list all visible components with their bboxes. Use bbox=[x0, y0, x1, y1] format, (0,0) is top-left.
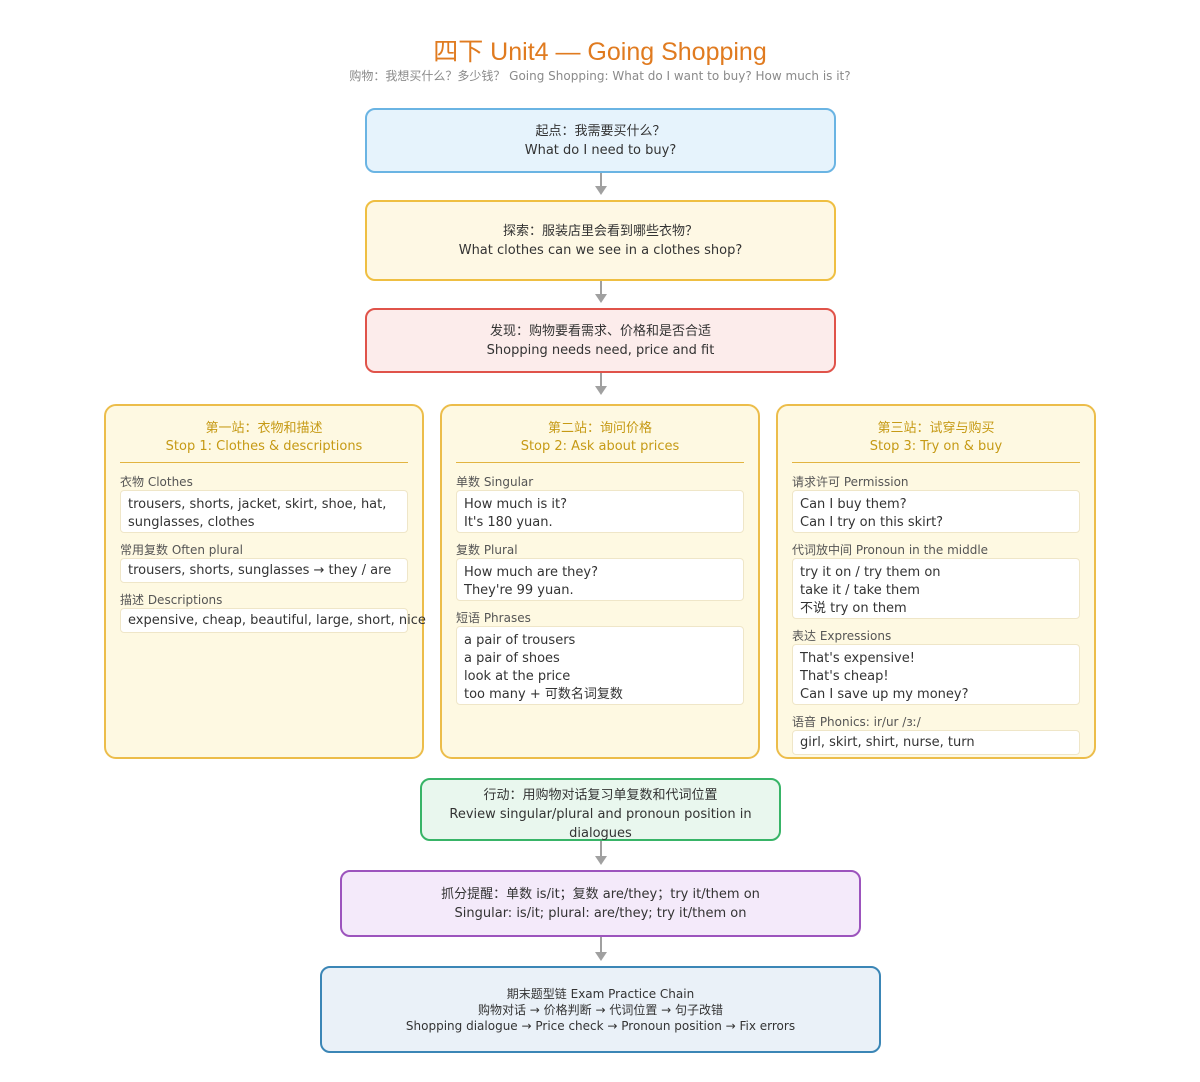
section-content: a pair of trousers a pair of shoes look … bbox=[456, 626, 744, 705]
exam-chain-node: 期末题型链 Exam Practice Chain 购物对话 → 价格判断 → … bbox=[320, 966, 881, 1053]
section-content: How much are they? They're 99 yuan. bbox=[456, 558, 744, 601]
action-node-cn: 行动：用购物对话复习单复数和代词位置 bbox=[483, 788, 718, 803]
section-line: That's expensive! bbox=[800, 651, 915, 666]
explore-node-en: What clothes can we see in a clothes sho… bbox=[458, 242, 743, 258]
exam-chain-cn: 购物对话 → 价格判断 → 代词位置 → 句子改错 bbox=[477, 1002, 724, 1017]
stop-3-title-en: Stop 3: Try on & buy bbox=[869, 439, 1003, 454]
section-content: trousers, shorts, jacket, skirt, shoe, h… bbox=[120, 490, 408, 533]
page-subtitle: 购物：我想买什么？多少钱？ Going Shopping: What do I … bbox=[349, 69, 851, 83]
section-content: trousers, shorts, sunglasses → they / ar… bbox=[120, 558, 408, 583]
section-line: try it on / try them on bbox=[800, 565, 941, 580]
arrow-down-icon bbox=[595, 937, 607, 961]
section-line: It's 180 yuan. bbox=[464, 515, 553, 530]
stop-2-card: 第二站：询问价格 Stop 2: Ask about prices 单数 Sin… bbox=[440, 404, 760, 759]
section-line: How much is it? bbox=[464, 497, 568, 512]
stop-2-title-en: Stop 2: Ask about prices bbox=[520, 439, 680, 454]
stop-3-header: 第三站：试穿与购买 Stop 3: Try on & buy bbox=[792, 420, 1080, 463]
stop-1-title-en: Stop 1: Clothes & descriptions bbox=[165, 439, 363, 454]
section-line: Can I try on this skirt? bbox=[800, 515, 944, 530]
start-node-cn: 起点：我需要买什么？ bbox=[535, 123, 666, 139]
section-line: girl, skirt, shirt, nurse, turn bbox=[800, 735, 975, 750]
start-node-en: What do I need to buy? bbox=[524, 142, 677, 158]
section-content: expensive, cheap, beautiful, large, shor… bbox=[120, 608, 426, 633]
section-line: a pair of shoes bbox=[464, 651, 560, 666]
section-line: How much are they? bbox=[464, 565, 598, 580]
tips-node-en: Singular: is/it; plural: are/they; try i… bbox=[454, 905, 747, 921]
section-label: 衣物 Clothes bbox=[120, 475, 193, 489]
explore-node-cn: 探索：服装店里会看到哪些衣物？ bbox=[502, 223, 698, 239]
section-label: 语音 Phonics: ir/ur /ɜː/ bbox=[792, 715, 921, 729]
exam-chain-title: 期末题型链 Exam Practice Chain bbox=[506, 986, 695, 1001]
section-content: girl, skirt, shirt, nurse, turn bbox=[792, 730, 1080, 755]
section-content: try it on / try them on take it / take t… bbox=[792, 558, 1080, 619]
exam-chain-en: Shopping dialogue → Price check → Pronou… bbox=[405, 1018, 796, 1033]
section-label: 请求许可 Permission bbox=[792, 475, 909, 489]
section-line: That's cheap! bbox=[800, 669, 889, 684]
stop-1-title-cn: 第一站：衣物和描述 bbox=[205, 421, 323, 436]
arrow-down-icon bbox=[595, 373, 607, 395]
stop-1-header: 第一站：衣物和描述 Stop 1: Clothes & descriptions bbox=[120, 420, 408, 463]
tips-node: 抓分提醒：单数 is/it；复数 are/they；try it/them on… bbox=[340, 870, 861, 937]
page-title: 四下 Unit4 — Going Shopping bbox=[433, 38, 767, 66]
section-line: too many + 可数名词复数 bbox=[464, 687, 623, 702]
section-label: 常用复数 Often plural bbox=[120, 543, 243, 557]
action-node-en: Review singular/plural and pronoun posit… bbox=[449, 807, 752, 841]
stop-3-title-cn: 第三站：试穿与购买 bbox=[877, 421, 995, 436]
stop-3-card: 第三站：试穿与购买 Stop 3: Try on & buy 请求许可 Perm… bbox=[776, 404, 1096, 759]
section-content: Can I buy them? Can I try on this skirt? bbox=[792, 490, 1080, 533]
section-line: a pair of trousers bbox=[464, 633, 576, 648]
section-label: 描述 Descriptions bbox=[120, 593, 223, 607]
section-line: expensive, cheap, beautiful, large, shor… bbox=[128, 613, 426, 628]
section-line: look at the price bbox=[464, 669, 571, 684]
stop-2-header: 第二站：询问价格 Stop 2: Ask about prices bbox=[456, 420, 744, 463]
section-content: How much is it? It's 180 yuan. bbox=[456, 490, 744, 533]
discover-node-cn: 发现：购物要看需求、价格和是否合适 bbox=[489, 323, 711, 339]
section-line: Can I buy them? bbox=[800, 497, 907, 512]
discover-node-en: Shopping needs need, price and fit bbox=[486, 342, 715, 358]
section-content: That's expensive! That's cheap! Can I sa… bbox=[792, 644, 1080, 705]
section-line: Can I save up my money? bbox=[800, 687, 969, 702]
section-label: 单数 Singular bbox=[456, 475, 534, 489]
section-label: 复数 Plural bbox=[456, 543, 518, 557]
section-line: They're 99 yuan. bbox=[464, 583, 574, 598]
arrow-down-icon bbox=[595, 173, 607, 195]
stop-1-card: 第一站：衣物和描述 Stop 1: Clothes & descriptions… bbox=[104, 404, 426, 759]
discover-node: 发现：购物要看需求、价格和是否合适 Shopping needs need, p… bbox=[365, 308, 836, 373]
arrow-down-icon bbox=[595, 841, 607, 865]
action-node: 行动：用购物对话复习单复数和代词位置 Review singular/plura… bbox=[420, 778, 781, 841]
section-label: 表达 Expressions bbox=[792, 629, 892, 643]
start-node: 起点：我需要买什么？ What do I need to buy? bbox=[365, 108, 836, 173]
section-line: trousers, shorts, jacket, skirt, shoe, h… bbox=[128, 497, 387, 512]
section-label: 代词放中间 Pronoun in the middle bbox=[792, 543, 989, 557]
explore-node: 探索：服装店里会看到哪些衣物？ What clothes can we see … bbox=[365, 200, 836, 281]
tips-node-cn: 抓分提醒：单数 is/it；复数 are/they；try it/them on bbox=[441, 886, 760, 902]
section-line: sunglasses, clothes bbox=[128, 515, 255, 530]
section-line: take it / take them bbox=[800, 583, 920, 598]
arrow-down-icon bbox=[595, 281, 607, 303]
section-label: 短语 Phrases bbox=[456, 611, 531, 625]
stop-2-title-cn: 第二站：询问价格 bbox=[547, 421, 652, 436]
section-line: trousers, shorts, sunglasses → they / ar… bbox=[128, 563, 392, 578]
section-line: 不说 try on them bbox=[800, 601, 907, 616]
